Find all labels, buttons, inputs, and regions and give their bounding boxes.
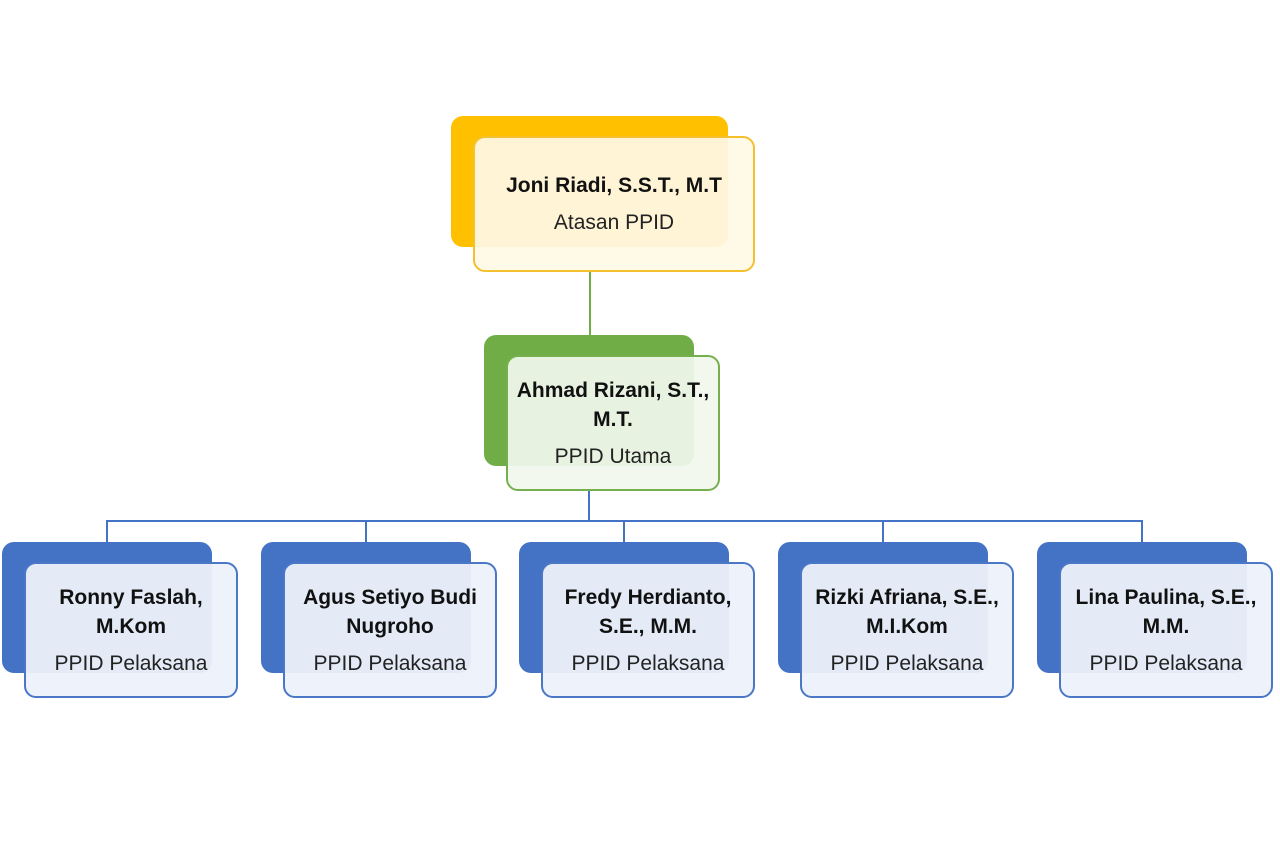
node-role: PPID Pelaksana bbox=[571, 651, 725, 675]
node-card: Rizki Afriana, S.E., M.I.Kom PPID Pelaks… bbox=[800, 562, 1014, 698]
node-card: Joni Riadi, S.S.T., M.T Atasan PPID bbox=[473, 136, 755, 272]
org-node-pelaksana-2: Agus Setiyo Budi Nugroho PPID Pelaksana bbox=[261, 542, 497, 699]
node-name: Rizki Afriana, S.E., M.I.Kom bbox=[815, 585, 999, 638]
node-name: Fredy Herdianto, S.E., M.M. bbox=[564, 585, 732, 638]
node-role: Atasan PPID bbox=[553, 211, 675, 234]
node-role: PPID Pelaksana bbox=[54, 651, 208, 675]
node-name: Ahmad Rizani, S.T., M.T. bbox=[516, 378, 710, 431]
node-role: PPID Pelaksana bbox=[1089, 651, 1243, 675]
node-card: Lina Paulina, S.E., M.M. PPID Pelaksana bbox=[1059, 562, 1273, 698]
node-role: PPID Pelaksana bbox=[830, 651, 984, 675]
node-card: Ahmad Rizani, S.T., M.T. PPID Utama bbox=[506, 355, 720, 491]
org-node-pelaksana-3: Fredy Herdianto, S.E., M.M. PPID Pelaksa… bbox=[519, 542, 755, 699]
node-card: Ronny Faslah, M.Kom PPID Pelaksana bbox=[24, 562, 238, 698]
node-name: Lina Paulina, S.E., M.M. bbox=[1075, 585, 1257, 638]
node-card: Agus Setiyo Budi Nugroho PPID Pelaksana bbox=[283, 562, 497, 698]
node-name: Ronny Faslah, M.Kom bbox=[59, 585, 203, 638]
node-role: PPID Pelaksana bbox=[313, 651, 467, 675]
node-name: Agus Setiyo Budi Nugroho bbox=[303, 585, 477, 638]
org-node-pelaksana-1: Ronny Faslah, M.Kom PPID Pelaksana bbox=[2, 542, 238, 699]
org-node-pelaksana-4: Rizki Afriana, S.E., M.I.Kom PPID Pelaks… bbox=[778, 542, 1014, 699]
node-card: Fredy Herdianto, S.E., M.M. PPID Pelaksa… bbox=[541, 562, 755, 698]
org-node-atasan: Joni Riadi, S.S.T., M.T Atasan PPID bbox=[451, 116, 755, 273]
node-name: Joni Riadi, S.S.T., M.T bbox=[506, 174, 722, 197]
org-node-pelaksana-5: Lina Paulina, S.E., M.M. PPID Pelaksana bbox=[1037, 542, 1273, 699]
node-role: PPID Utama bbox=[554, 444, 672, 468]
org-node-ppid-utama: Ahmad Rizani, S.T., M.T. PPID Utama bbox=[484, 335, 720, 492]
